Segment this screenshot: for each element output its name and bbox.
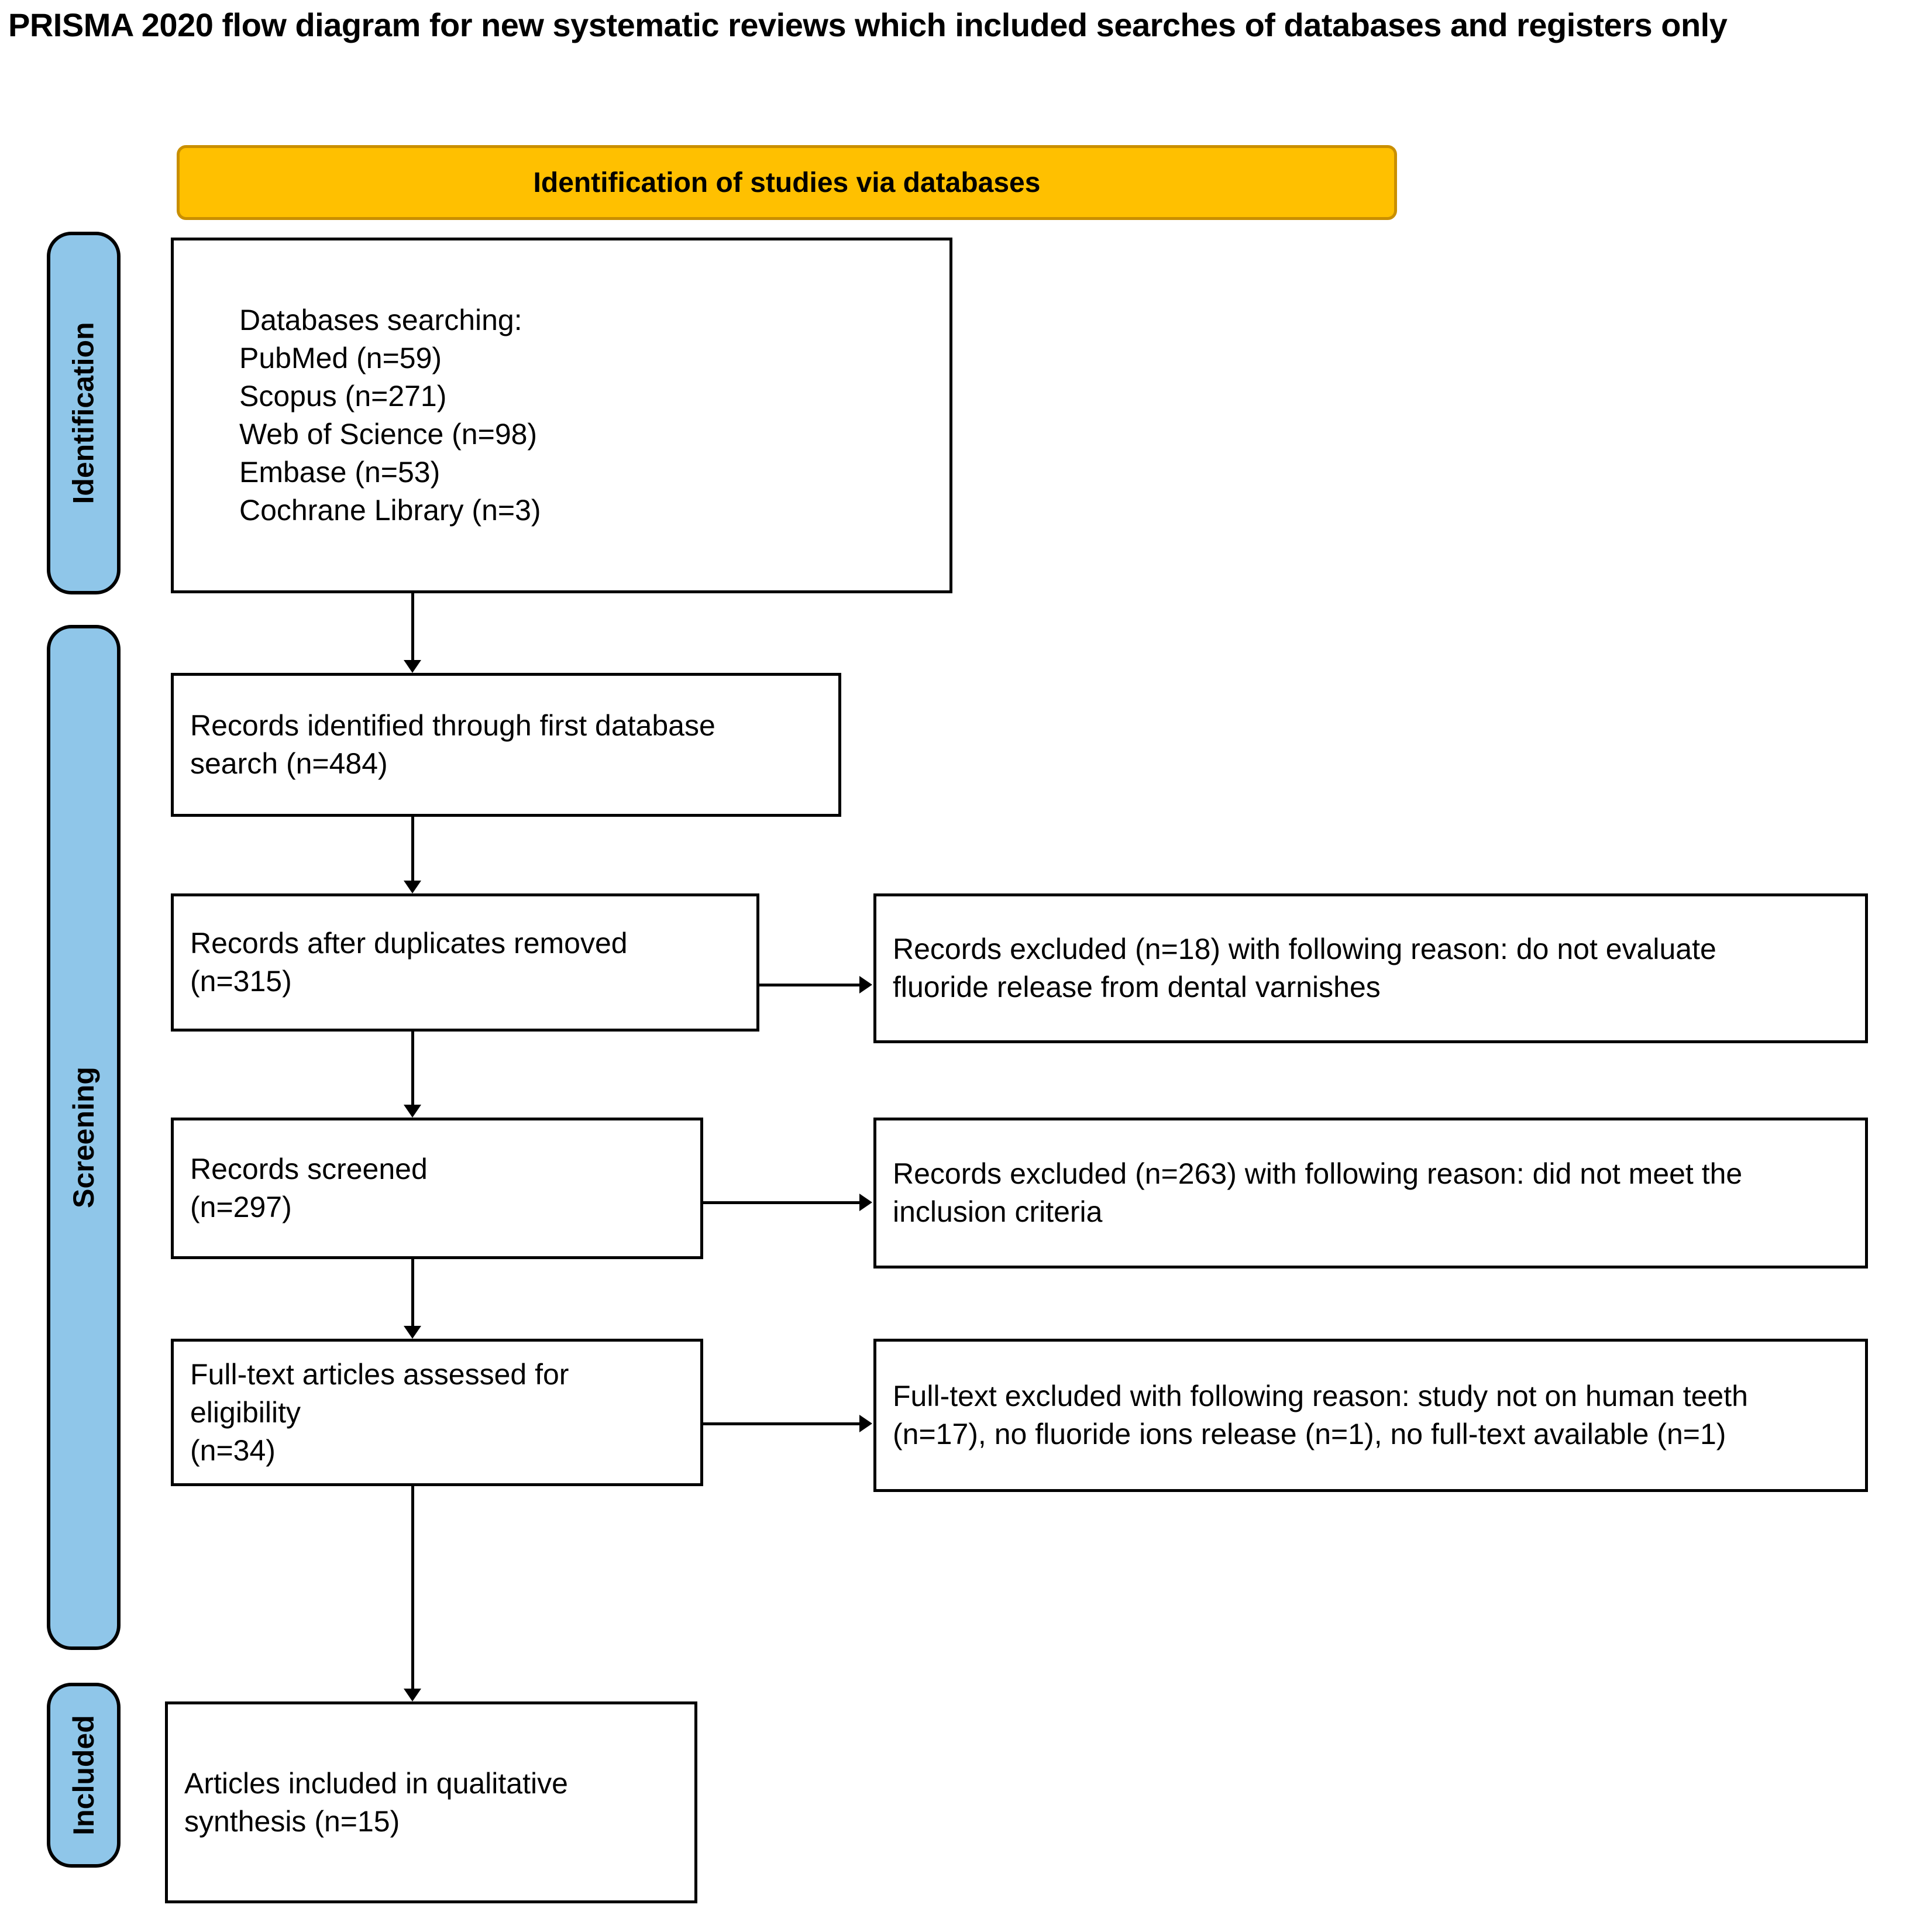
flow-box-fulltext-assessed: Full-text articles assessed for eligibil… bbox=[171, 1339, 703, 1486]
page-title: PRISMA 2020 flow diagram for new systema… bbox=[8, 6, 1728, 43]
exclusion-box-after-screening-text: Records excluded (n=263) with following … bbox=[893, 1157, 1743, 1228]
identification-banner: Identification of studies via databases bbox=[177, 145, 1397, 220]
flow-box-fulltext-assessed-text: Full-text articles assessed for eligibil… bbox=[190, 1357, 569, 1467]
down-arrowhead-icon bbox=[404, 660, 421, 673]
identification-banner-label: Identification of studies via databases bbox=[533, 167, 1041, 198]
flow-box-records-screened-text: Records screened (n=297) bbox=[190, 1153, 428, 1223]
flow-box-records-identified-text: Records identified through first databas… bbox=[190, 709, 715, 780]
flow-box-records-after-duplicates: Records after duplicates removed (n=315) bbox=[171, 893, 759, 1032]
flow-box-databases-searching: Databases searching: PubMed (n=59) Scopu… bbox=[171, 238, 952, 593]
right-arrowhead-icon bbox=[859, 976, 872, 993]
flow-box-records-identified: Records identified through first databas… bbox=[171, 673, 841, 817]
right-arrow-screened-to-excluded bbox=[703, 1201, 861, 1204]
exclusion-box-after-duplicates-text: Records excluded (n=18) with following r… bbox=[893, 933, 1716, 1003]
exclusion-box-after-screening: Records excluded (n=263) with following … bbox=[873, 1118, 1868, 1268]
flow-box-databases-searching-text: Databases searching: PubMed (n=59) Scopu… bbox=[239, 304, 541, 527]
stage-label-screening: Screening bbox=[47, 625, 121, 1650]
down-arrowhead-icon bbox=[404, 881, 421, 893]
exclusion-box-after-fulltext: Full-text excluded with following reason… bbox=[873, 1339, 1868, 1492]
stage-label-included: Included bbox=[47, 1683, 121, 1868]
exclusion-box-after-fulltext-text: Full-text excluded with following reason… bbox=[893, 1380, 1748, 1450]
stage-label-identification-text: Identification bbox=[67, 322, 101, 504]
stage-label-screening-text: Screening bbox=[67, 1067, 100, 1208]
flow-box-records-after-duplicates-text: Records after duplicates removed (n=315) bbox=[190, 927, 628, 998]
down-arrowhead-icon bbox=[404, 1326, 421, 1339]
right-arrow-dedup-to-excluded bbox=[759, 984, 861, 986]
stage-label-identification: Identification bbox=[47, 232, 121, 594]
down-arrow-dedup-to-screened bbox=[411, 1032, 414, 1106]
down-arrowhead-icon bbox=[404, 1689, 421, 1701]
exclusion-box-after-duplicates: Records excluded (n=18) with following r… bbox=[873, 893, 1868, 1043]
down-arrowhead-icon bbox=[404, 1105, 421, 1118]
down-arrow-databases-to-identified bbox=[411, 593, 414, 662]
stage-label-included-text: Included bbox=[67, 1715, 101, 1835]
right-arrow-fulltext-to-excluded bbox=[703, 1422, 861, 1425]
down-arrow-screened-to-fulltext bbox=[411, 1259, 414, 1327]
right-arrowhead-icon bbox=[859, 1415, 872, 1432]
flow-box-articles-included: Articles included in qualitative synthes… bbox=[165, 1701, 697, 1903]
down-arrow-fulltext-to-included bbox=[411, 1486, 414, 1690]
flow-box-articles-included-text: Articles included in qualitative synthes… bbox=[184, 1766, 568, 1838]
down-arrow-identified-to-dedup bbox=[411, 817, 414, 882]
right-arrowhead-icon bbox=[859, 1194, 872, 1211]
flow-box-records-screened: Records screened (n=297) bbox=[171, 1118, 703, 1259]
